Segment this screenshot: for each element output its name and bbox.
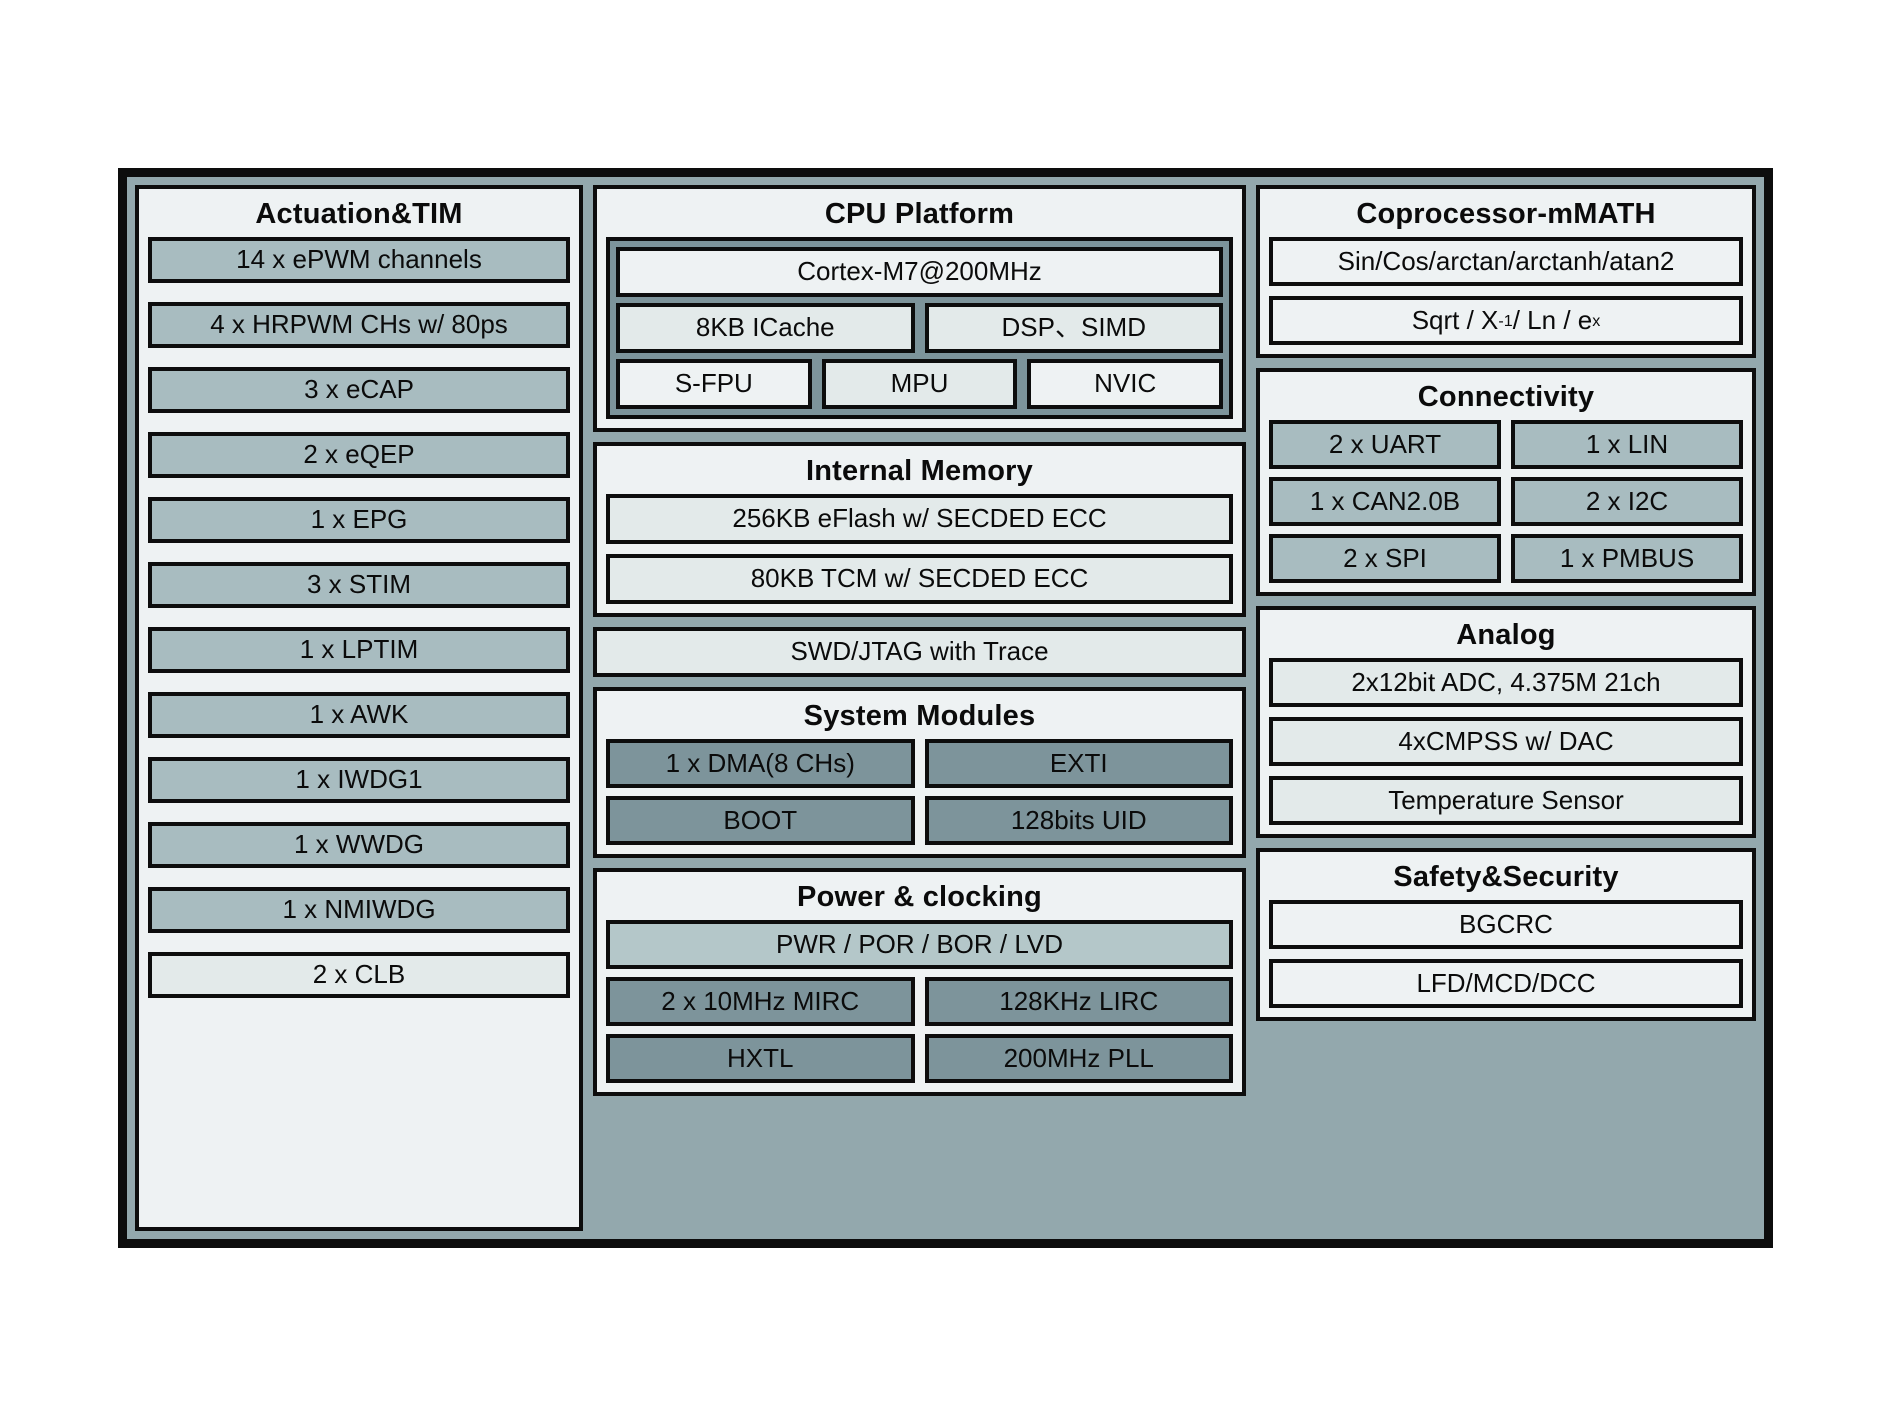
group-title-connectivity: Connectivity [1417,381,1595,413]
sysmod-row-boot-uid: BOOT 128bits UID [606,796,1233,845]
cpu-row-fpu-mpu-nvic: S-FPU MPU NVIC [616,359,1224,409]
chip-block-diagram: Actuation&TIM 14 x ePWM channels 4 x HRP… [118,168,1773,1248]
block-bgcrc: BGCRC [1269,900,1743,949]
block-boot: BOOT [606,796,915,845]
block-i2c: 2 x I2C [1511,477,1743,526]
group-system-modules: System Modules 1 x DMA(8 CHs) EXTI BOOT … [593,687,1246,858]
block-trig-functions: Sin/Cos/arctan/arctanh/atan2 [1269,237,1743,286]
block-icache: 8KB ICache [616,303,915,353]
block-ecap: 3 x eCAP [148,367,570,413]
group-internal-memory: Internal Memory 256KB eFlash w/ SECDED E… [593,442,1246,617]
block-nvic: NVIC [1027,359,1224,409]
block-cortex-m7: Cortex-M7@200MHz [616,247,1223,297]
sqrt-part-2: / Ln / e [1512,304,1593,335]
group-title-coprocessor-mmath: Coprocessor-mMATH [1356,198,1656,230]
column-middle: CPU Platform Cortex-M7@200MHz 8KB ICache… [593,185,1246,1231]
sqrt-part-1: Sqrt / X [1411,304,1499,335]
block-eflash: 256KB eFlash w/ SECDED ECC [606,494,1233,544]
block-epg: 1 x EPG [148,497,570,543]
power-row-hxtl-pll: HXTL 200MHz PLL [606,1034,1233,1083]
block-hxtl: HXTL [606,1034,915,1083]
group-actuation-tim: Actuation&TIM 14 x ePWM channels 4 x HRP… [135,185,583,1231]
column-left: Actuation&TIM 14 x ePWM channels 4 x HRP… [135,185,583,1231]
power-row-mirc-lirc: 2 x 10MHz MIRC 128KHz LIRC [606,977,1233,1026]
block-pmbus: 1 x PMBUS [1511,534,1743,583]
group-title-cpu-platform: CPU Platform [824,198,1015,230]
block-wwdg: 1 x WWDG [148,822,570,868]
block-pwr-por-bor-lvd: PWR / POR / BOR / LVD [606,920,1233,969]
block-hrpwm-channels: 4 x HRPWM CHs w/ 80ps [148,302,570,348]
block-temperature-sensor: Temperature Sensor [1269,776,1743,825]
block-dsp-simd: DSP、SIMD [924,303,1223,353]
block-mirc: 2 x 10MHz MIRC [606,977,915,1026]
column-right: Coprocessor-mMATH Sin/Cos/arctan/arctanh… [1256,185,1756,1231]
block-uart: 2 x UART [1269,420,1501,469]
group-title-actuation-tim: Actuation&TIM [255,198,463,230]
group-title-power-clocking: Power & clocking [797,881,1042,913]
block-exti: EXTI [924,739,1233,788]
block-nmiwdg: 1 x NMIWDG [148,887,570,933]
block-can: 1 x CAN2.0B [1269,477,1501,526]
block-stim: 3 x STIM [148,562,570,608]
group-analog: Analog 2x12bit ADC, 4.375M 21ch 4xCMPSS … [1256,606,1756,838]
block-swd-jtag-trace: SWD/JTAG with Trace [593,627,1246,677]
block-awk: 1 x AWK [148,692,570,738]
group-title-system-modules: System Modules [803,700,1036,732]
block-lirc: 128KHz LIRC [924,977,1233,1026]
block-clb: 2 x CLB [148,952,570,998]
group-coprocessor-mmath: Coprocessor-mMATH Sin/Cos/arctan/arctanh… [1256,185,1756,358]
block-lin: 1 x LIN [1511,420,1743,469]
block-iwdg1: 1 x IWDG1 [148,757,570,803]
sysmod-row-dma-exti: 1 x DMA(8 CHs) EXTI [606,739,1233,788]
block-adc: 2x12bit ADC, 4.375M 21ch [1269,658,1743,707]
cpu-row-cache-dsp: 8KB ICache DSP、SIMD [616,303,1223,353]
block-lptim: 1 x LPTIM [148,627,570,673]
group-cpu-platform: CPU Platform Cortex-M7@200MHz 8KB ICache… [593,185,1246,432]
group-title-internal-memory: Internal Memory [806,455,1033,487]
cpu-core-cluster: Cortex-M7@200MHz 8KB ICache DSP、SIMD S-F… [606,237,1233,419]
block-epwm-channels: 14 x ePWM channels [148,237,570,283]
block-dma: 1 x DMA(8 CHs) [606,739,915,788]
block-lfd-mcd-dcc: LFD/MCD/DCC [1269,959,1743,1008]
group-power-clocking: Power & clocking PWR / POR / BOR / LVD 2… [593,868,1246,1096]
group-title-analog: Analog [1456,619,1556,651]
block-cmpss: 4xCMPSS w/ DAC [1269,717,1743,766]
group-title-safety-security: Safety&Security [1393,861,1619,893]
block-uid: 128bits UID [924,796,1233,845]
conn-row-can-i2c: 1 x CAN2.0B 2 x I2C [1269,477,1743,526]
block-spi: 2 x SPI [1269,534,1501,583]
conn-row-spi-pmbus: 2 x SPI 1 x PMBUS [1269,534,1743,583]
group-safety-security: Safety&Security BGCRC LFD/MCD/DCC [1256,848,1756,1021]
group-connectivity: Connectivity 2 x UART 1 x LIN 1 x CAN2.0… [1256,368,1756,596]
block-pll: 200MHz PLL [924,1034,1233,1083]
conn-row-uart-lin: 2 x UART 1 x LIN [1269,420,1743,469]
block-mpu: MPU [821,359,1018,409]
block-eqep: 2 x eQEP [148,432,570,478]
block-s-fpu: S-FPU [616,359,812,409]
block-tcm: 80KB TCM w/ SECDED ECC [606,554,1233,604]
